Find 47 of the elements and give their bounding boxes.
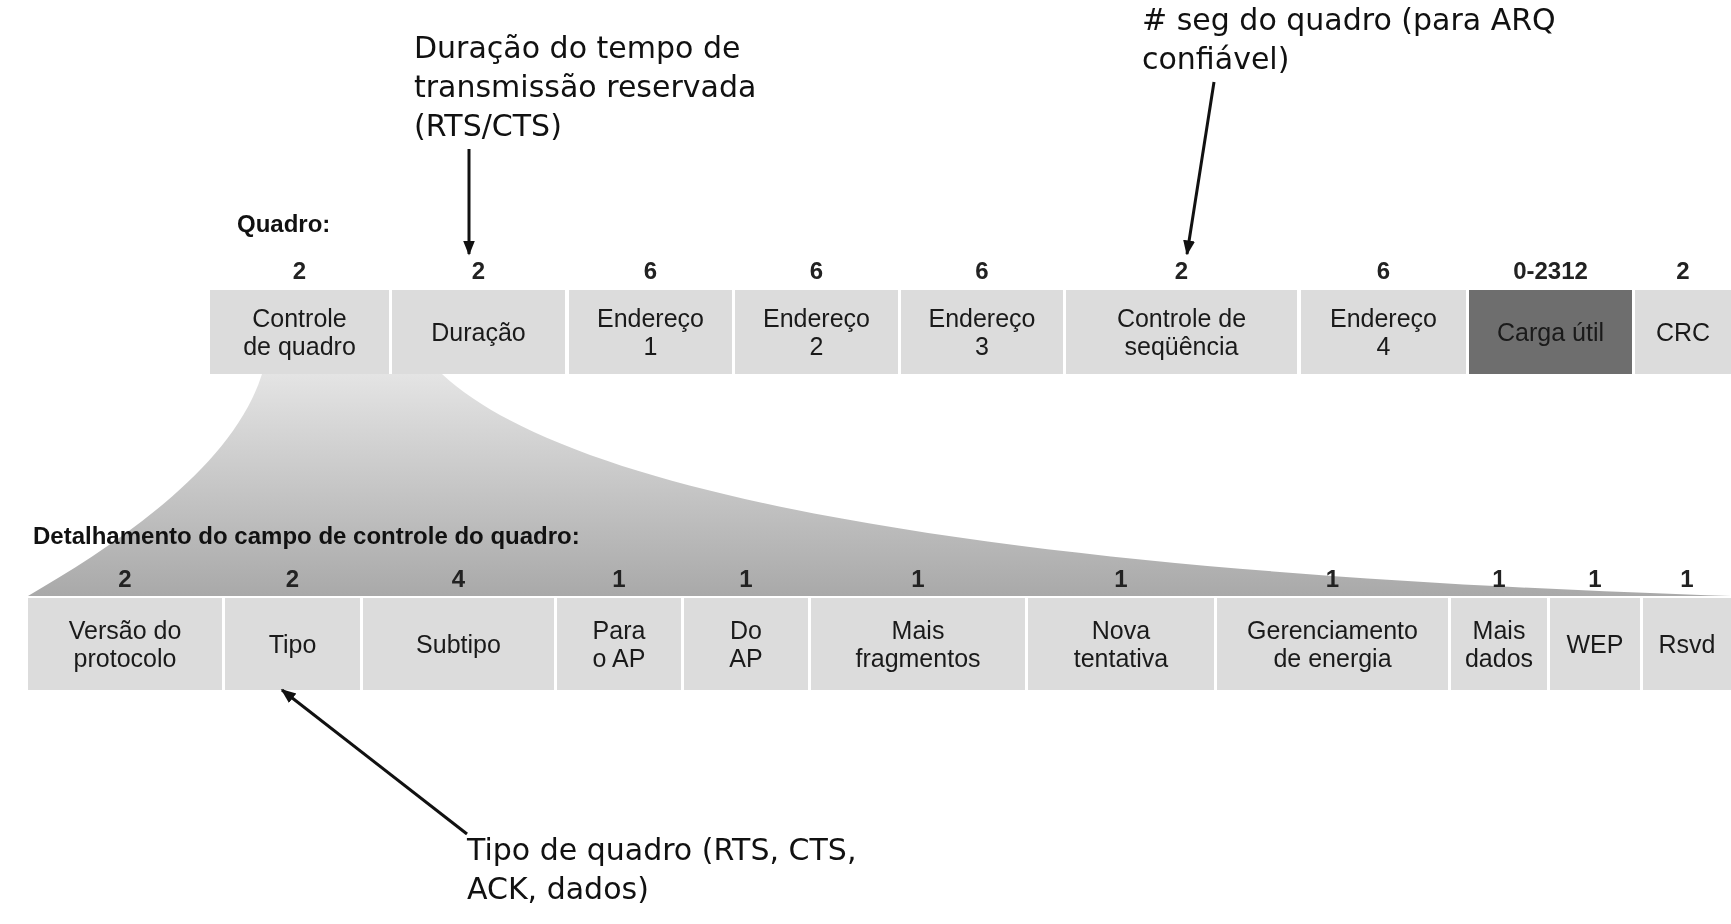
field-size: 1 xyxy=(1680,564,1694,594)
field-size: 6 xyxy=(643,256,658,286)
field-cell: Mais fragmentos xyxy=(811,598,1025,690)
field-cell: Gerenciamento de energia xyxy=(1217,598,1448,690)
field-cell: Tipo xyxy=(225,598,360,690)
field-size: 0-2312 xyxy=(1513,256,1588,286)
field-size: 6 xyxy=(975,256,989,286)
field-size: 6 xyxy=(809,256,824,286)
field-cell: Endereço 3 xyxy=(901,290,1063,374)
arrow xyxy=(280,688,468,836)
field-cell: Do AP xyxy=(684,598,808,690)
field-size: 2 xyxy=(1676,256,1690,286)
field-cell: CRC xyxy=(1635,290,1731,374)
field-size: 6 xyxy=(1376,256,1391,286)
arrow xyxy=(1183,81,1216,256)
field-cell: Duração xyxy=(392,290,565,374)
field-size: 2 xyxy=(118,564,132,594)
field-size: 2 xyxy=(285,564,300,594)
field-size: 2 xyxy=(1174,256,1189,286)
field-cell: Carga útil xyxy=(1469,290,1632,374)
arrow xyxy=(463,149,475,256)
field-size: 1 xyxy=(1588,564,1602,594)
field-size: 1 xyxy=(739,564,753,594)
annotation-text: Tipo de quadro (RTS, CTS, ACK, dados) xyxy=(467,831,858,908)
field-cell: Endereço 4 xyxy=(1301,290,1466,374)
field-cell: Endereço 1 xyxy=(569,290,732,374)
field-size: 1 xyxy=(612,564,626,594)
field-size: 2 xyxy=(292,256,307,286)
annotation-text: # seg do quadro (para ARQ confiável) xyxy=(1142,1,1557,78)
field-cell: Controle de seqüência xyxy=(1066,290,1297,374)
field-size: 1 xyxy=(1114,564,1128,594)
field-size: 2 xyxy=(471,256,486,286)
field-size: 4 xyxy=(451,564,466,594)
field-cell: Mais dados xyxy=(1451,598,1547,690)
field-size: 1 xyxy=(1492,564,1506,594)
field-cell: Versão do protocolo xyxy=(28,598,222,690)
field-cell: Endereço 2 xyxy=(735,290,898,374)
field-cell: Controle de quadro xyxy=(210,290,389,374)
annotation-text: Duração do tempo de transmissão reservada (RTS/CTS) xyxy=(414,29,758,145)
section-heading: Detalhamento do campo de controle do quadro: xyxy=(33,522,580,550)
field-size: 1 xyxy=(911,564,925,594)
frame-heading: Quadro: xyxy=(237,210,331,238)
field-cell: Nova tentativa xyxy=(1028,598,1214,690)
field-cell: Para o AP xyxy=(557,598,681,690)
field-cell: Subtipo xyxy=(363,598,554,690)
field-cell: WEP xyxy=(1550,598,1640,690)
field-cell: Rsvd xyxy=(1643,598,1731,690)
